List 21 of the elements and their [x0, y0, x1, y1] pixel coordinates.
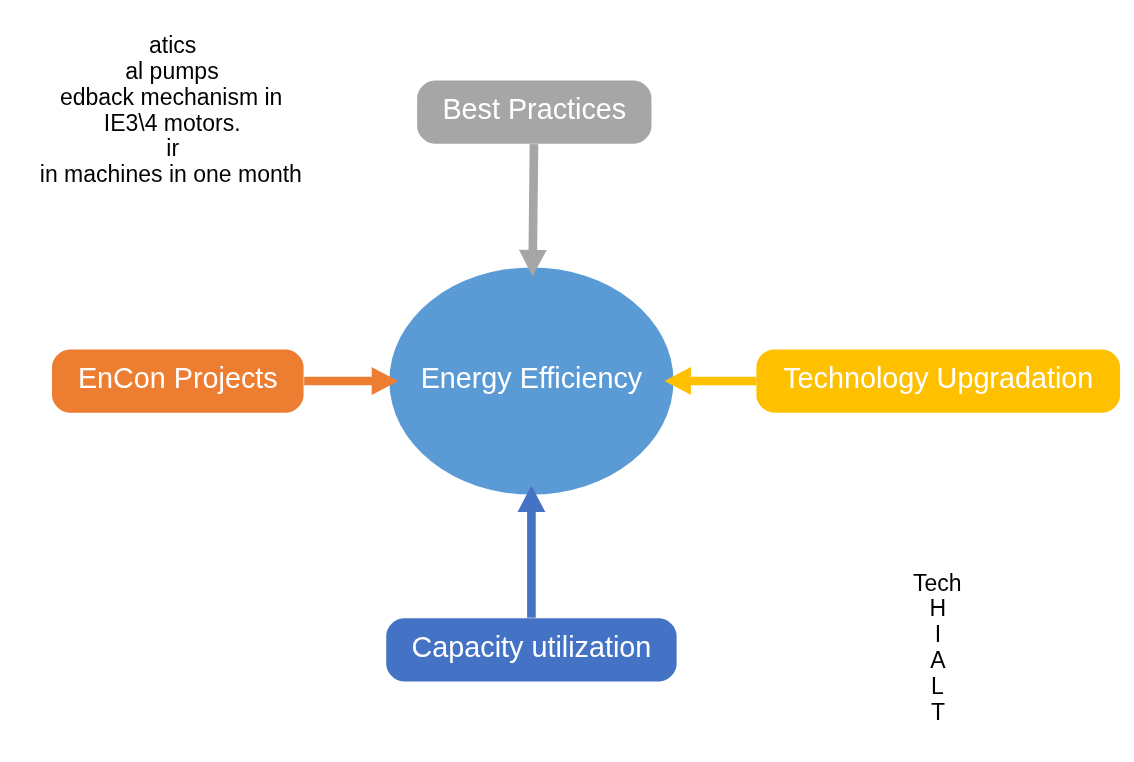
arrow — [304, 367, 399, 395]
label: I — [934, 621, 942, 648]
node-box: Best Practices — [417, 80, 652, 144]
label: A — [930, 647, 946, 674]
node-box: EnCon Projects — [52, 349, 304, 413]
label: IE3\4 motors. — [103, 109, 241, 136]
label: in machines in one month — [39, 161, 302, 188]
node-ellipse: Energy Efficiency — [389, 267, 674, 495]
label: al pumps — [125, 57, 219, 84]
node-box: Technology Upgradation — [756, 349, 1121, 413]
label: T — [931, 698, 946, 725]
arrow — [517, 485, 546, 618]
label: Tech — [913, 569, 962, 596]
node-box: Capacity utilization — [386, 618, 677, 682]
label: ir — [166, 135, 180, 162]
arrow — [664, 367, 757, 395]
arrow — [518, 144, 547, 277]
label: H — [929, 595, 947, 622]
label: atics — [149, 31, 197, 58]
label: L — [931, 673, 944, 700]
label: edback mechanism in — [59, 83, 283, 110]
